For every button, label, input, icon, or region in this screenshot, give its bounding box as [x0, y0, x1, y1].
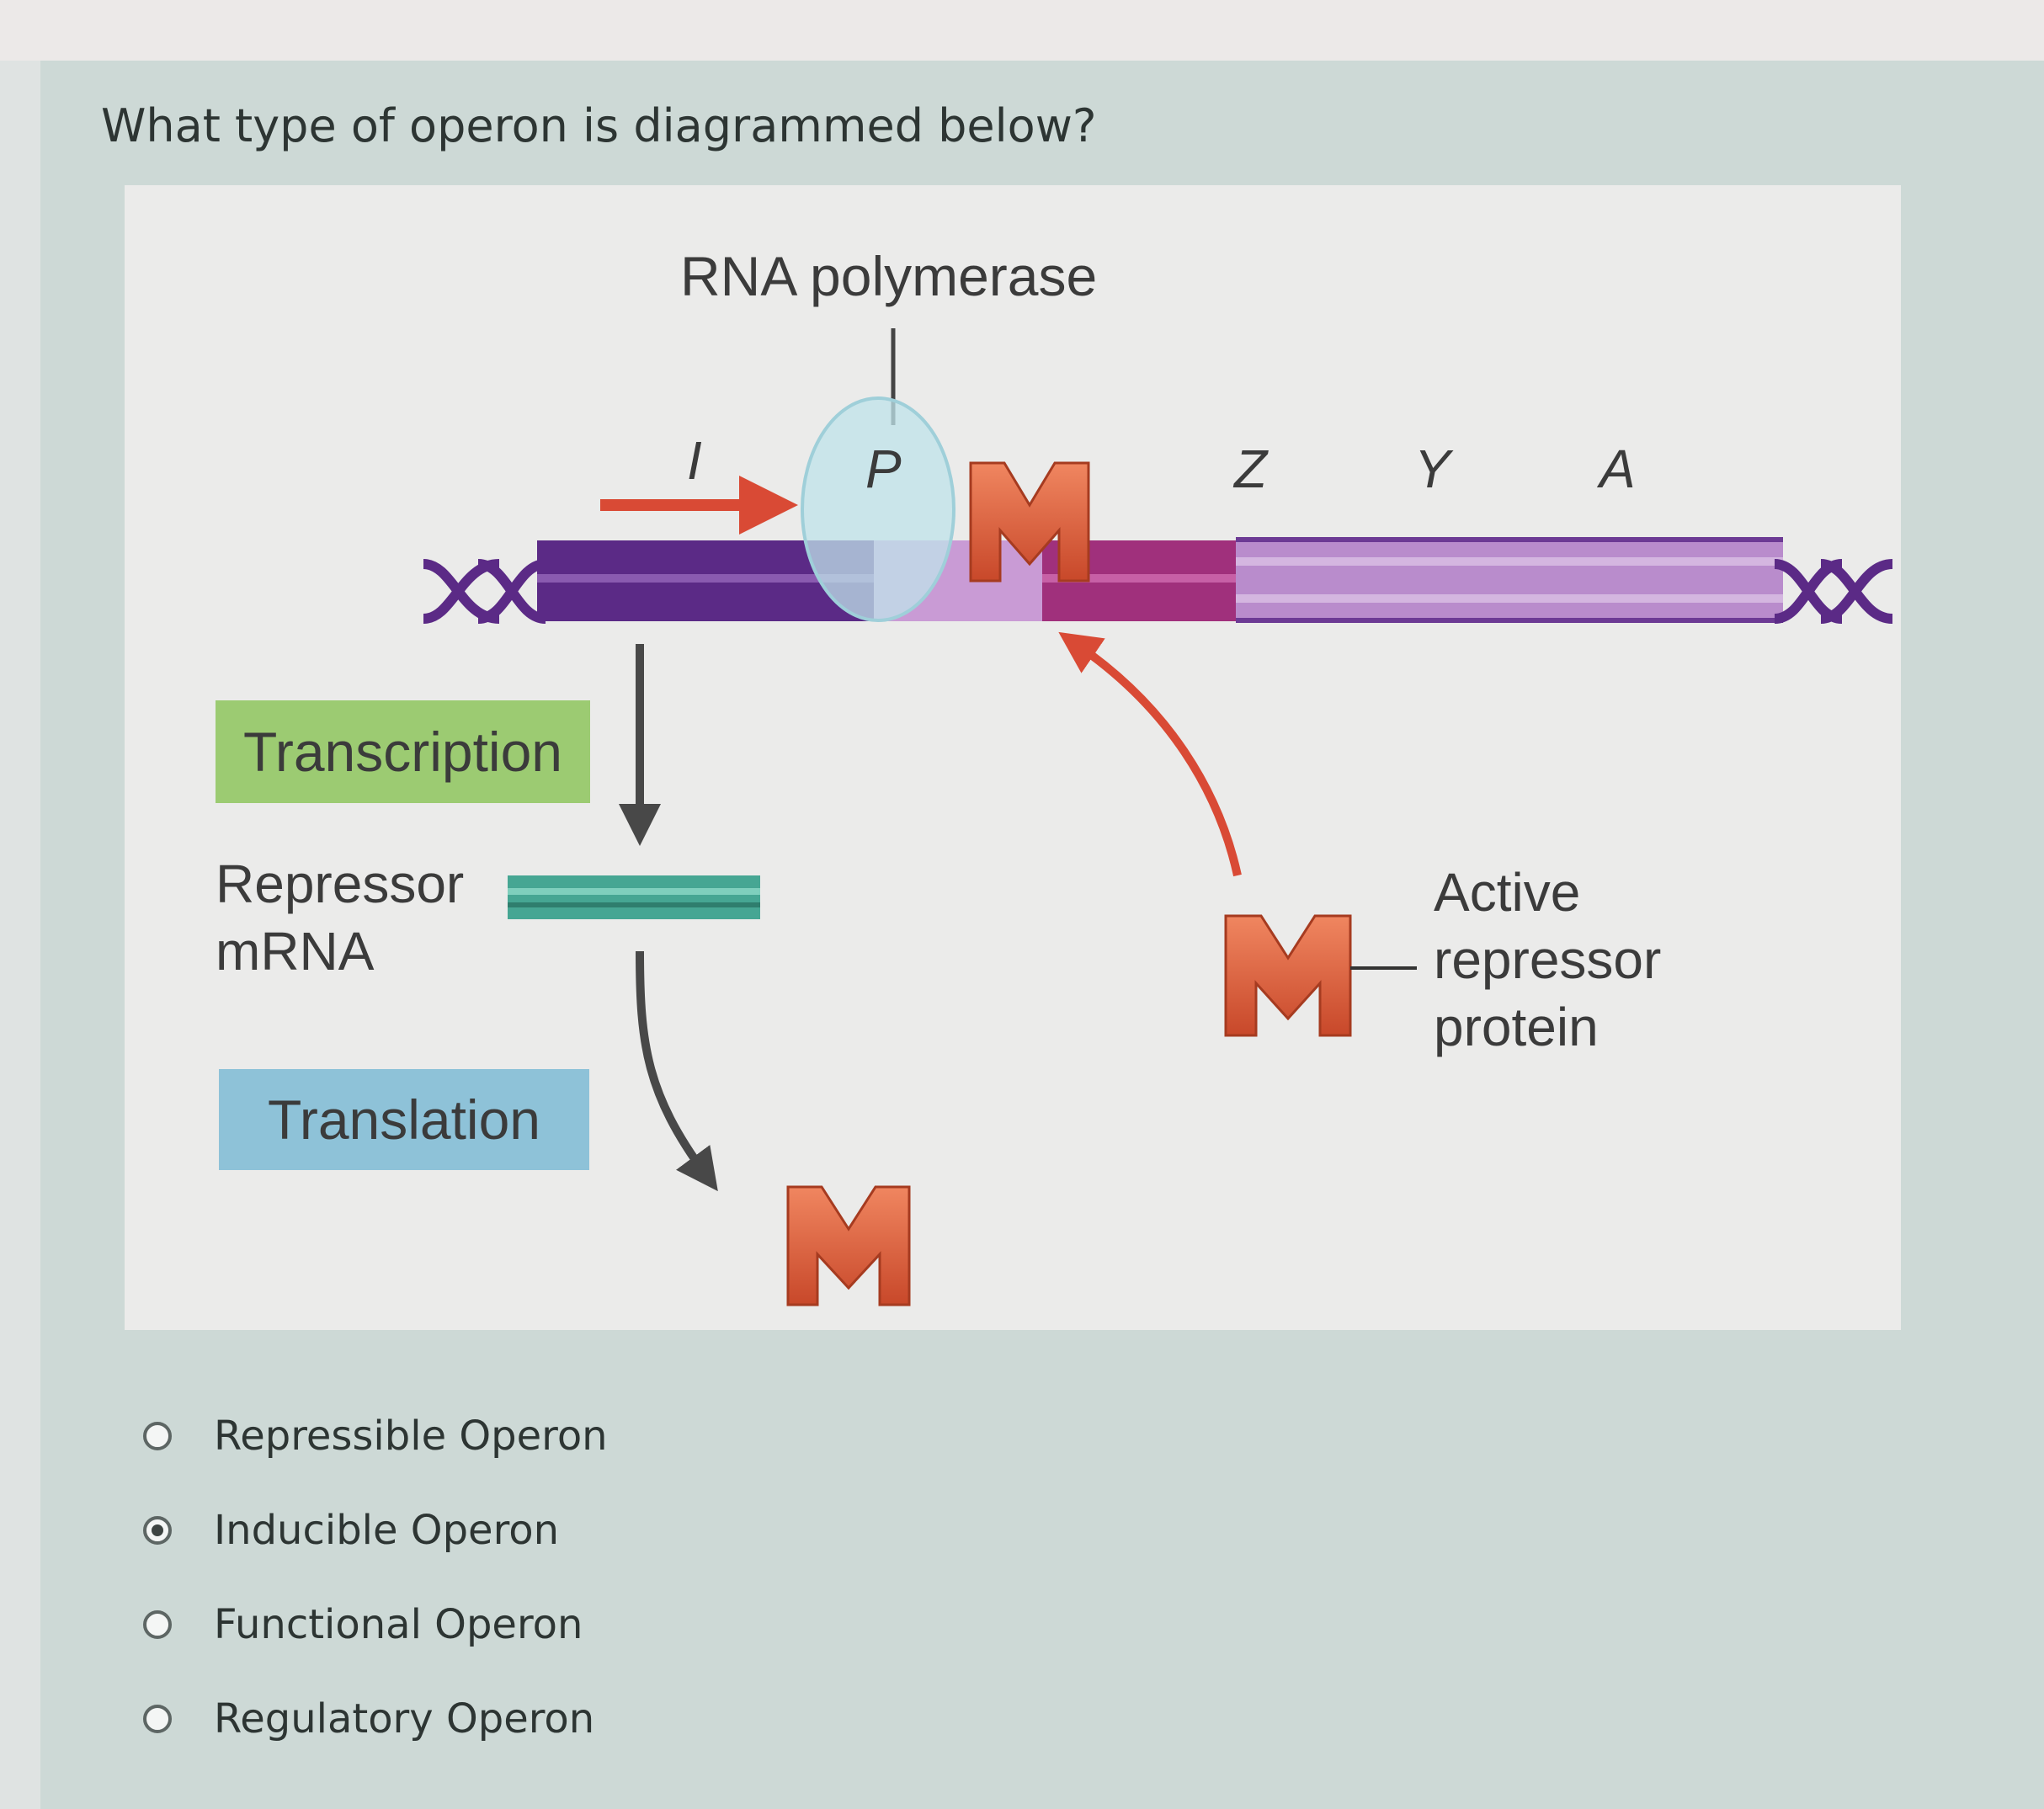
repressor-mrna-label-line1: Repressor: [216, 854, 465, 914]
active-repressor-label-line3: protein: [1434, 997, 1599, 1057]
operon-diagram: RNA polymerase I P Z Y A Transcription R…: [125, 185, 1901, 1330]
radio-button[interactable]: [143, 1422, 172, 1450]
repressor-mrna-label-line2: mRNA: [216, 921, 375, 982]
repressor-bound-to-operator: [969, 461, 1090, 583]
active-repressor-label-line2: repressor: [1434, 929, 1662, 990]
repressor-translated: [786, 1185, 911, 1306]
gene-label-p: P: [865, 439, 902, 499]
answer-options: Repressible Operon Inducible Operon Func…: [143, 1389, 608, 1766]
question-text: What type of operon is diagrammed below?: [101, 99, 1097, 152]
radio-button[interactable]: [143, 1705, 172, 1733]
radio-button-selected[interactable]: [143, 1516, 172, 1545]
rna-polymerase-label: RNA polymerase: [680, 245, 1098, 307]
radio-button[interactable]: [143, 1610, 172, 1639]
repressor-mrna-label: Repressor mRNA: [216, 850, 464, 985]
gene-label-i: I: [687, 430, 702, 491]
gene-label-z: Z: [1234, 439, 1268, 499]
top-strip: [0, 0, 2044, 61]
translation-arrow: [636, 950, 718, 1192]
option-functional[interactable]: Functional Operon: [143, 1578, 608, 1672]
dna-helix-right: [1774, 559, 1893, 624]
active-repressor-label: Active repressor protein: [1434, 859, 1661, 1061]
translation-label: Translation: [219, 1069, 589, 1170]
option-label: Functional Operon: [214, 1601, 583, 1648]
repressor-mrna-strand: [508, 875, 760, 919]
gene-label-y: Y: [1414, 439, 1450, 499]
transcription-label: Transcription: [216, 700, 590, 803]
option-label: Inducible Operon: [214, 1507, 560, 1554]
rna-polymerase: [801, 396, 955, 622]
repressor-binding-arrow: [1058, 631, 1242, 877]
option-inducible[interactable]: Inducible Operon: [143, 1483, 608, 1578]
dna-helix-left: [423, 559, 546, 624]
option-label: Regulatory Operon: [214, 1695, 595, 1742]
option-repressible[interactable]: Repressible Operon: [143, 1389, 608, 1483]
active-repressor: [1224, 914, 1352, 1037]
option-regulatory[interactable]: Regulatory Operon: [143, 1672, 608, 1766]
dna-structural-genes: [1236, 540, 1783, 621]
active-repressor-label-line1: Active: [1434, 862, 1581, 923]
option-label: Repressible Operon: [214, 1413, 608, 1460]
operon-diagram-graphic: [423, 328, 1893, 1306]
gene-label-a: A: [1600, 439, 1636, 499]
